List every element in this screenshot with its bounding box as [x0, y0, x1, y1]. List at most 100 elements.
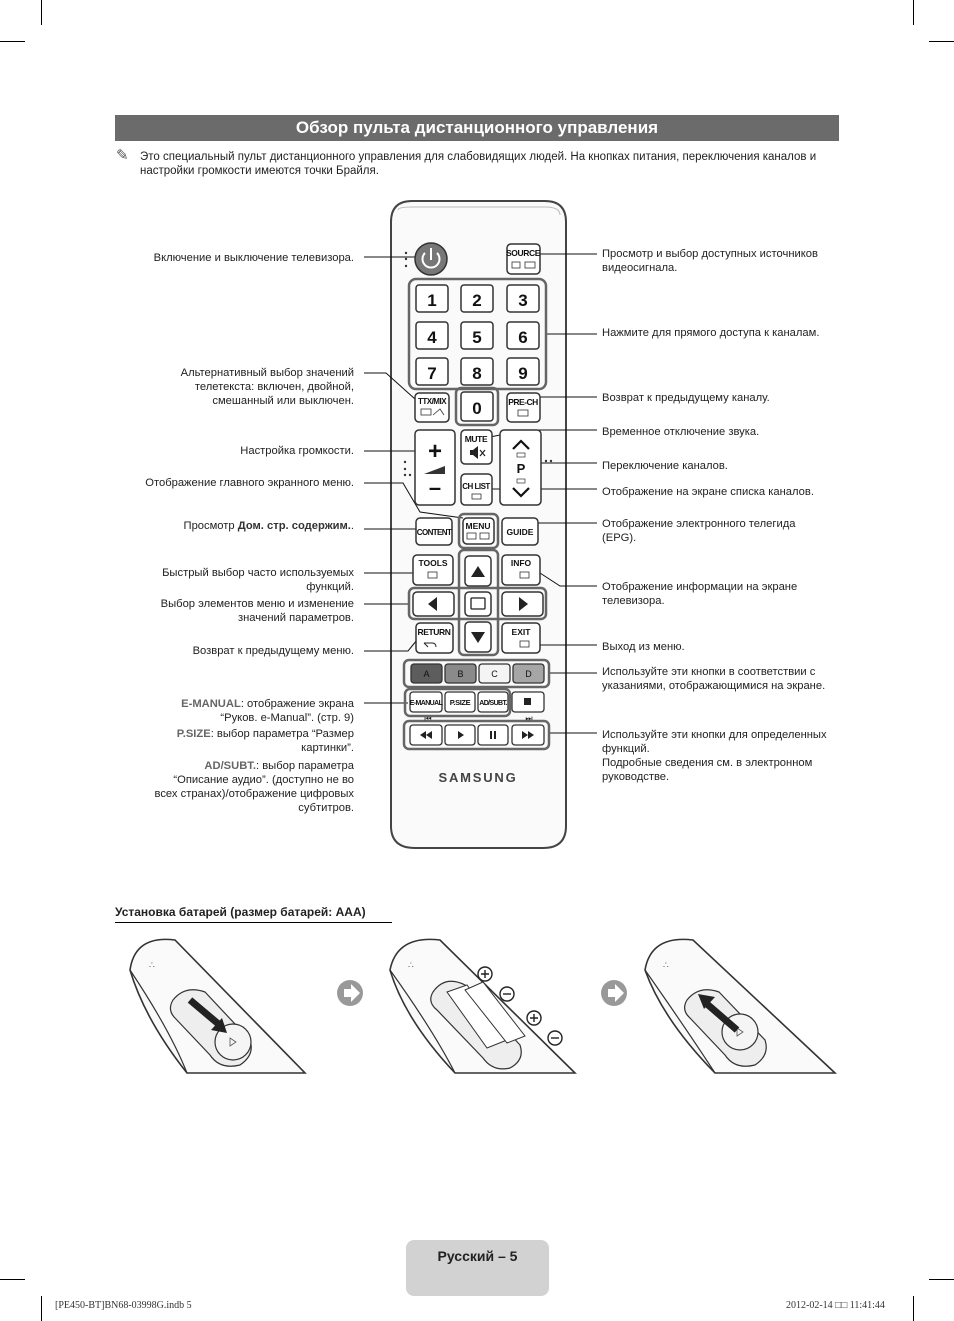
rewind-icon — [420, 731, 432, 739]
note-text: Это специальный пульт дистанционного упр… — [140, 151, 817, 177]
label-line: Переключение каналов. — [602, 460, 728, 472]
info-button[interactable] — [501, 554, 541, 586]
svg-text:∴: ∴ — [663, 960, 669, 970]
page-number: Русский – 5 — [437, 1248, 518, 1264]
page-title: Обзор пульта дистанционного управления — [295, 118, 659, 137]
digit-key-3[interactable]: 3 — [506, 284, 540, 313]
zero-button[interactable] — [460, 391, 494, 422]
digit-label: 6 — [518, 328, 527, 347]
label-nav: Выбор элементов меню и изменение значени… — [100, 597, 354, 625]
emanual-button[interactable] — [409, 691, 443, 713]
enter-button[interactable] — [464, 591, 492, 617]
volume-rocker[interactable] — [414, 429, 456, 506]
mute-icon — [470, 446, 478, 459]
color-key-group[interactable] — [402, 658, 551, 689]
exit-button[interactable] — [501, 622, 541, 654]
pencil-note-icon: ✎ — [116, 147, 129, 164]
digit-key-8[interactable]: 8 — [460, 357, 494, 386]
label-line: Используйте эти кнопки для определенных — [602, 729, 827, 741]
crop-mark — [929, 1279, 954, 1280]
psize-button[interactable] — [444, 691, 476, 713]
label-line: значений параметров. — [237, 612, 354, 624]
color-key-label: D — [525, 669, 532, 679]
leader-ttx — [364, 372, 416, 400]
label-line: Отображение на экране списка каналов. — [602, 486, 814, 498]
battery-step-1: ∴ — [129, 938, 307, 1074]
label-text: : выбор параметра — [256, 760, 354, 772]
label-line: Включение и выключение телевизора. — [153, 252, 354, 264]
info-label: INFO — [511, 558, 532, 568]
crop-mark — [929, 41, 954, 42]
label-power: Включение и выключение телевизора. — [100, 251, 354, 265]
digit-key-5[interactable]: 5 — [460, 321, 494, 350]
label-line: картинки”. — [301, 742, 354, 754]
emanual-label: E-MANUAL — [410, 700, 444, 707]
digit-key-4[interactable]: 4 — [415, 321, 449, 350]
crop-mark — [41, 0, 42, 25]
label-line: Отображение информации на экране — [602, 581, 798, 593]
return-button[interactable] — [415, 622, 454, 654]
guide-label: GUIDE — [507, 527, 534, 537]
label-line: Возврат к предыдущему каналу. — [602, 392, 770, 404]
tools-button[interactable] — [412, 554, 454, 586]
pause-button[interactable] — [477, 724, 509, 746]
content-button[interactable] — [415, 517, 453, 546]
channel-rocker[interactable] — [499, 429, 542, 506]
crop-mark — [0, 1279, 25, 1280]
tools-label: TOOLS — [418, 558, 447, 568]
label-line: Временное отключение звука. — [602, 426, 760, 438]
label-guide: Отображение электронного телегида (EPG). — [602, 517, 852, 545]
brand-logo: SAMSUNG — [438, 770, 517, 785]
label-info: Отображение информации на экране телевиз… — [602, 580, 852, 608]
channel-down-icon — [512, 487, 530, 498]
menu-button[interactable] — [462, 517, 495, 545]
digit-label: 2 — [472, 291, 481, 310]
label-bold: Дом. стр. содержим. — [237, 520, 351, 532]
digit-key-2[interactable]: 2 — [460, 284, 494, 313]
return-icon — [423, 642, 437, 648]
label-line: смешанный или выключен. — [212, 395, 354, 407]
source-button[interactable] — [506, 243, 541, 275]
label-line: Выход из меню. — [602, 641, 685, 653]
adsubt-label: AD/SUBT. — [479, 700, 507, 707]
digit-zero-label: 0 — [472, 399, 481, 418]
prech-button[interactable] — [506, 392, 541, 423]
label-line: Нажмите для прямого доступа к каналам. — [602, 327, 820, 339]
digit-key-7[interactable]: 7 — [415, 357, 449, 386]
label-key: E-MANUAL — [181, 698, 241, 710]
label-tools: Быстрый выбор часто используемых функций… — [100, 566, 354, 594]
color-key-a[interactable]: A — [410, 663, 443, 684]
color-key-c[interactable]: C — [478, 663, 511, 684]
arrow-up-icon — [471, 566, 485, 577]
crop-mark — [41, 1296, 42, 1321]
battery-section-title: Установка батарей (размер батарей: AAA) — [115, 905, 392, 923]
label-line: Настройка громкости. — [240, 445, 354, 457]
digit-key-1[interactable]: 1 — [415, 284, 449, 313]
label-line: всех странах)/отображение цифровых — [154, 788, 354, 800]
leader-return — [364, 639, 418, 652]
label-line: руководстве. — [602, 771, 670, 783]
digit-key-9[interactable]: 9 — [506, 357, 540, 386]
label-line: Подробные сведения см. в электронном — [602, 757, 813, 769]
guide-button[interactable] — [501, 517, 539, 546]
digit-key-6[interactable]: 6 — [506, 321, 540, 350]
digit-label: 3 — [518, 291, 527, 310]
label-line: Возврат к предыдущему меню. — [192, 645, 354, 657]
adsubt-button[interactable] — [477, 691, 509, 713]
leader-menu — [364, 482, 464, 519]
chlist-button[interactable] — [460, 473, 493, 506]
stop-icon — [524, 698, 531, 705]
psize-label: P.SIZE — [450, 698, 471, 707]
color-key-b[interactable]: B — [444, 663, 477, 684]
color-key-label: C — [491, 669, 498, 679]
color-key-d[interactable]: D — [512, 663, 545, 684]
label-line: Просмотр и выбор доступных источников — [602, 248, 818, 260]
mute-label: MUTE — [465, 434, 488, 444]
color-key-label: B — [457, 669, 463, 679]
volume-level-icon — [424, 466, 445, 474]
digit-label: 9 — [518, 364, 527, 383]
label-media: Используйте эти кнопки для определенных … — [602, 728, 852, 784]
arrow-down-icon — [471, 632, 485, 643]
label-mute: Временное отключение звука. — [602, 425, 852, 439]
